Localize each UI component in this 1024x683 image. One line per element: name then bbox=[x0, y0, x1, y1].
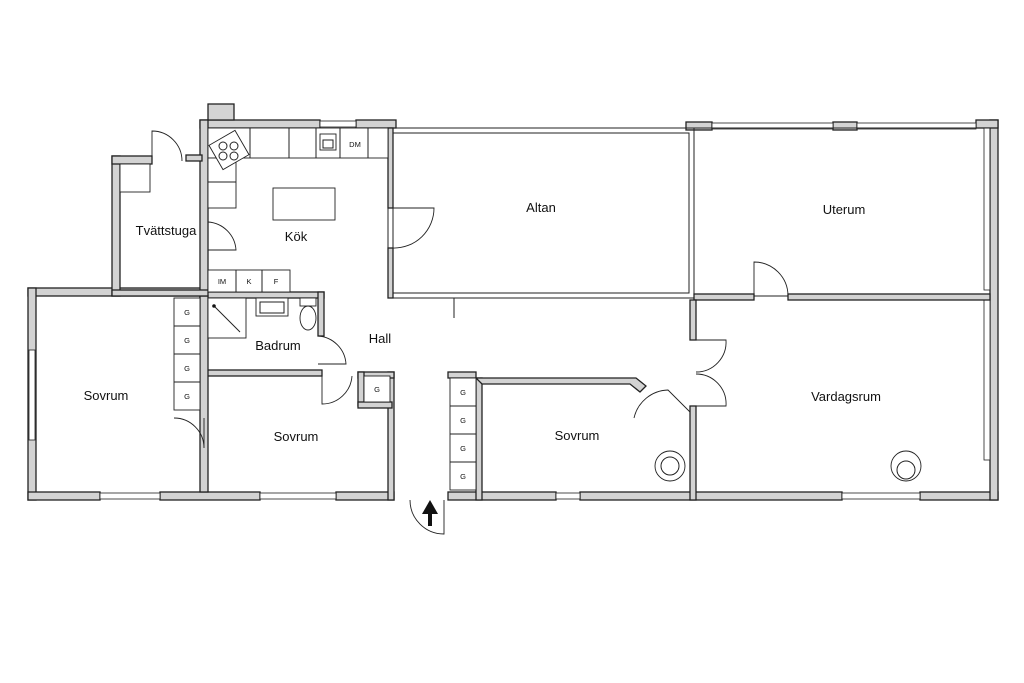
room-label-sovrum-mid: Sovrum bbox=[274, 429, 319, 444]
shower-icon bbox=[207, 297, 247, 339]
room-label-badrum: Badrum bbox=[255, 338, 301, 353]
windows bbox=[28, 120, 991, 500]
kitchen-island bbox=[272, 187, 336, 221]
fridge-k-label: K bbox=[246, 277, 251, 286]
wardrobe-label: G bbox=[184, 364, 190, 373]
wardrobe-label: G bbox=[460, 472, 466, 481]
toilet-icon bbox=[299, 297, 317, 331]
wardrobes bbox=[173, 297, 477, 491]
room-label-hall: Hall bbox=[369, 331, 392, 346]
washbasin-icon bbox=[255, 297, 289, 317]
wardrobe-labels: G G G G G G G G G bbox=[184, 308, 466, 481]
room-label-altan: Altan bbox=[526, 200, 556, 215]
fireplace-icon bbox=[654, 450, 686, 482]
room-labels: Altan Uterum Tvättstuga Kök Hall Badrum … bbox=[84, 200, 881, 444]
room-label-vardagsrum: Vardagsrum bbox=[811, 389, 881, 404]
wardrobe-label: G bbox=[460, 416, 466, 425]
room-label-uterum: Uterum bbox=[823, 202, 866, 217]
room-label-sovrum-right: Sovrum bbox=[555, 428, 600, 443]
wardrobe-label: G bbox=[374, 385, 380, 394]
stoves bbox=[654, 450, 922, 482]
wardrobe-label: G bbox=[460, 444, 466, 453]
room-label-kok: Kök bbox=[285, 229, 308, 244]
freezer-f-label: F bbox=[274, 277, 279, 286]
sink-icon bbox=[319, 133, 337, 151]
dishwasher-label: DM bbox=[349, 140, 361, 149]
wardrobe-label: G bbox=[184, 336, 190, 345]
tvattstuga-fixtures bbox=[119, 163, 151, 193]
outer-walls bbox=[27, 103, 999, 501]
room-label-tvattstuga: Tvättstuga bbox=[136, 223, 197, 238]
wardrobe-label: G bbox=[184, 392, 190, 401]
doors bbox=[151, 130, 789, 535]
wardrobe-label: G bbox=[184, 308, 190, 317]
entrance-arrow-icon bbox=[422, 500, 438, 526]
appliance-labels: DM IM K F bbox=[218, 140, 361, 286]
bathroom-fixtures bbox=[207, 297, 317, 339]
wardrobe-label: G bbox=[460, 388, 466, 397]
fireplace-icon bbox=[890, 450, 922, 482]
ice-machine-label: IM bbox=[218, 277, 226, 286]
stove-icon bbox=[208, 129, 250, 171]
kitchen-fixtures bbox=[207, 127, 389, 293]
room-label-sovrum-left: Sovrum bbox=[84, 388, 129, 403]
